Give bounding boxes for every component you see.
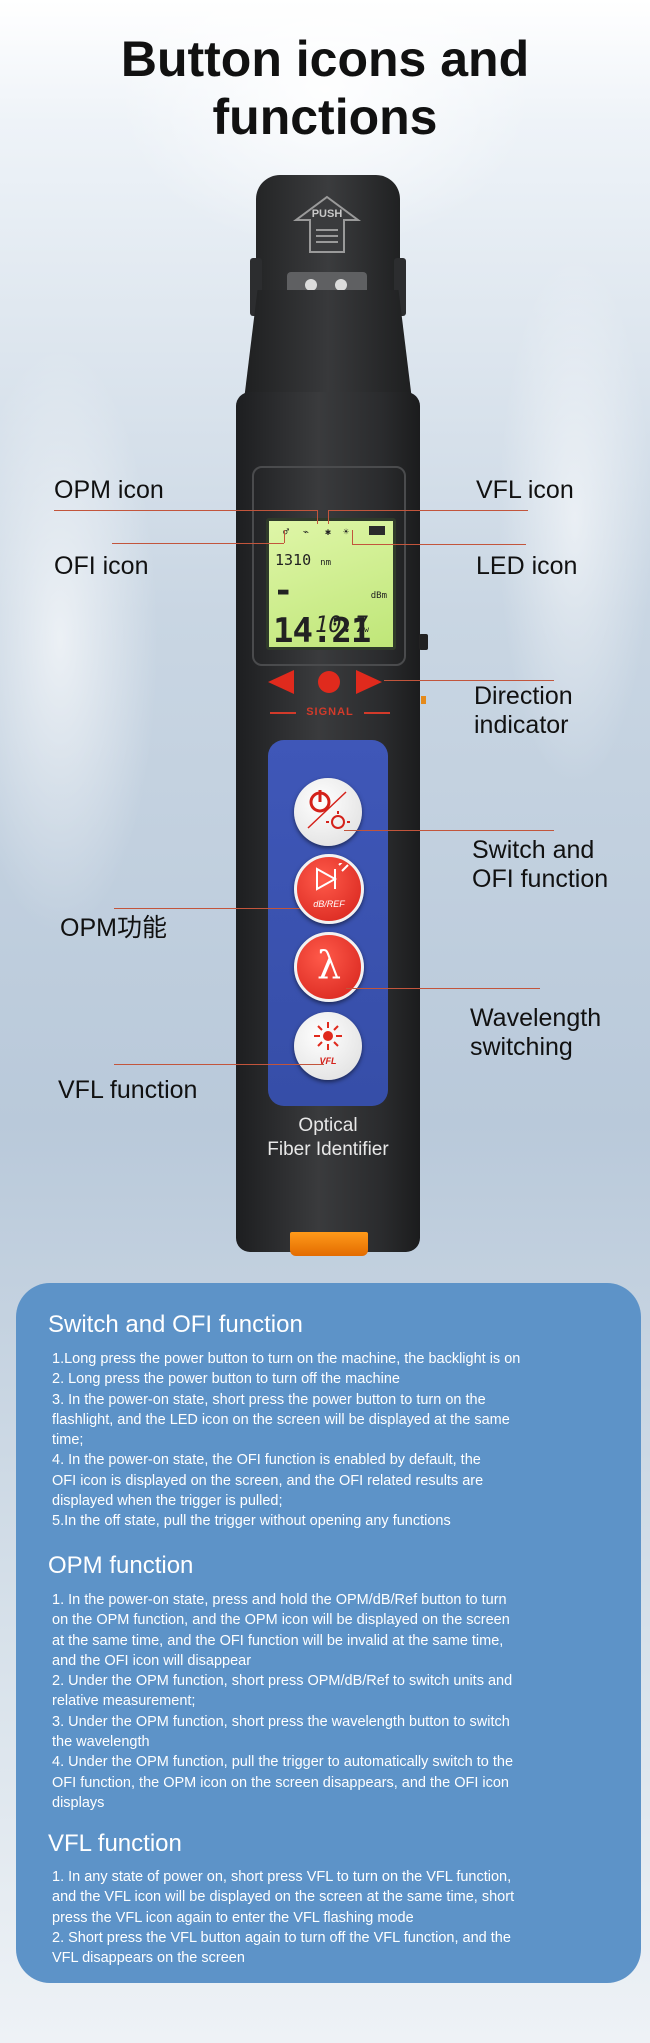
section-body-opm: 1. In the power-on state, press and hold… [52,1590,636,1813]
section-line: flashlight, and the LED icon on the scre… [52,1411,510,1428]
callout-direction-line2: indicator [474,711,569,739]
vfl-screen-icon: ✱ [325,527,332,538]
page-title: Button icons and functions [120,31,530,145]
lcd-power-unit: dBm [370,591,387,601]
screen-bezel [252,466,406,666]
callout-switch-line1: Switch and [472,836,595,864]
lcd-milliwatt-unit: w [364,625,369,634]
leader-ofi-icon [112,543,284,544]
info-card [16,1283,641,1983]
laser-icon [314,1022,342,1050]
opm-key-label: dB/REF [313,899,345,909]
device-name: Optical Fiber Identifier [252,1114,404,1162]
side-button [419,634,428,650]
section-line: and the VFL icon will be displayed on th… [52,1889,515,1906]
wavelength-button[interactable]: λ [294,932,364,1002]
push-arrow-icon [292,194,362,256]
lcd-wavelength-unit: nm [320,558,331,568]
section-line: OFI icon is displayed on the screen, and… [52,1472,484,1489]
section-body-vfl: 1. In any state of power on, short press… [52,1867,636,1968]
section-title-opm: OPM function [48,1552,194,1579]
push-label: PUSH [311,208,343,220]
section-line: on the OPM function, and the OPM icon wi… [52,1612,510,1629]
section-line: 4. Under the OPM function, pull the trig… [52,1754,514,1771]
section-line: and the OFI icon will disappear [52,1652,252,1669]
direction-left-led [268,670,294,694]
device-name-line1: Optical [298,1115,358,1136]
leader-opm-function [114,908,300,909]
leader-led-icon-drop [352,530,353,544]
leader-ofi-icon-drop [284,530,285,543]
section-line: 2. Long press the power button to turn o… [52,1371,400,1388]
opm-screen-icon: ⌁ [303,527,310,538]
callout-vfl-function: VFL function [58,1076,198,1104]
photodiode-icon [316,863,349,891]
callout-vfl-icon: VFL icon [476,476,574,504]
vfl-key-label: VFL [319,1056,337,1066]
signal-label: SIGNAL [270,706,390,718]
section-title-switch-ofi: Switch and OFI function [48,1311,303,1338]
callout-led-icon: LED icon [476,552,578,580]
lcd-screen: ♂ ⌁ ✱ ☀ 1310 nm - 14.21 dBm 10.7 w [266,518,396,651]
section-line: displayed when the trigger is pulled; [52,1493,283,1510]
section-line: displays [52,1794,105,1811]
vfl-button[interactable]: VFL [294,1012,362,1080]
leader-direction [384,680,554,681]
callout-switch-ofi: Switch and OFI function [472,836,608,894]
lambda-icon: λ [316,943,342,987]
section-line: 3. Under the OPM function, short press t… [52,1713,510,1730]
battery-icon [369,526,385,535]
leader-led-icon [352,544,526,545]
trigger [290,1232,368,1256]
opm-db-ref-button[interactable]: dB/REF [294,854,364,924]
callout-opm-icon: OPM icon [54,476,164,504]
section-line: the wavelength [52,1734,150,1751]
callout-wavelength: Wavelength switching [470,1004,601,1062]
section-line: VFL disappears on the screen [52,1950,245,1967]
callout-direction-indicator: Direction indicator [474,682,573,740]
callout-direction-line1: Direction [474,682,573,710]
leader-switch [344,830,554,831]
device-name-line2: Fiber Identifier [267,1139,389,1160]
leader-opm-icon [54,510,318,511]
section-line: 4. In the power-on state, the OFI functi… [52,1452,481,1469]
callout-switch-line2: OFI function [472,865,609,893]
power-icon [307,790,350,829]
section-title-vfl: VFL function [48,1830,182,1857]
section-line: relative measurement; [52,1693,196,1710]
callout-ofi-icon: OFI icon [54,552,149,580]
callout-opm-function: OPM功能 [60,914,167,942]
section-line: 5.In the off state, pull the trigger wit… [52,1513,451,1530]
leader-vfl-icon-drop [328,510,329,524]
power-button[interactable] [294,778,362,846]
callout-wavelength-line2: switching [470,1033,573,1061]
section-line: 3. In the power-on state, short press th… [52,1391,486,1408]
lcd-wavelength: 1310 [275,551,312,569]
section-line: at the same time, and the OFI function w… [52,1632,504,1649]
device-neck [244,290,412,400]
lcd-milliwatt: 10.7 [315,613,368,638]
direction-right-led [356,670,382,694]
lcd-power: - 14.21 [273,571,371,651]
section-line: OFI function, the OPM icon on the screen… [52,1774,509,1791]
led-screen-icon: ☀ [343,527,350,538]
direction-center-led [318,671,340,693]
section-line: 1.Long press the power button to turn on… [52,1351,521,1367]
leader-vfl-icon [328,510,528,511]
section-line: 1. In any state of power on, short press… [52,1869,512,1885]
side-indicator [421,696,426,704]
section-line: time; [52,1432,84,1449]
leader-wavelength [346,988,540,989]
leader-vfl-function [114,1064,324,1065]
section-line: 2. Short press the VFL button again to t… [52,1929,511,1946]
section-line: press the VFL icon again to enter the VF… [52,1909,414,1926]
leader-opm-icon-drop [317,510,318,524]
section-line: 1. In the power-on state, press and hold… [52,1592,507,1608]
section-body-switch-ofi: 1.Long press the power button to turn on… [52,1349,636,1532]
callout-wavelength-line1: Wavelength [470,1004,602,1032]
ofi-screen-icon: ♂ [283,527,290,538]
section-line: 2. Under the OPM function, short press O… [52,1673,513,1690]
